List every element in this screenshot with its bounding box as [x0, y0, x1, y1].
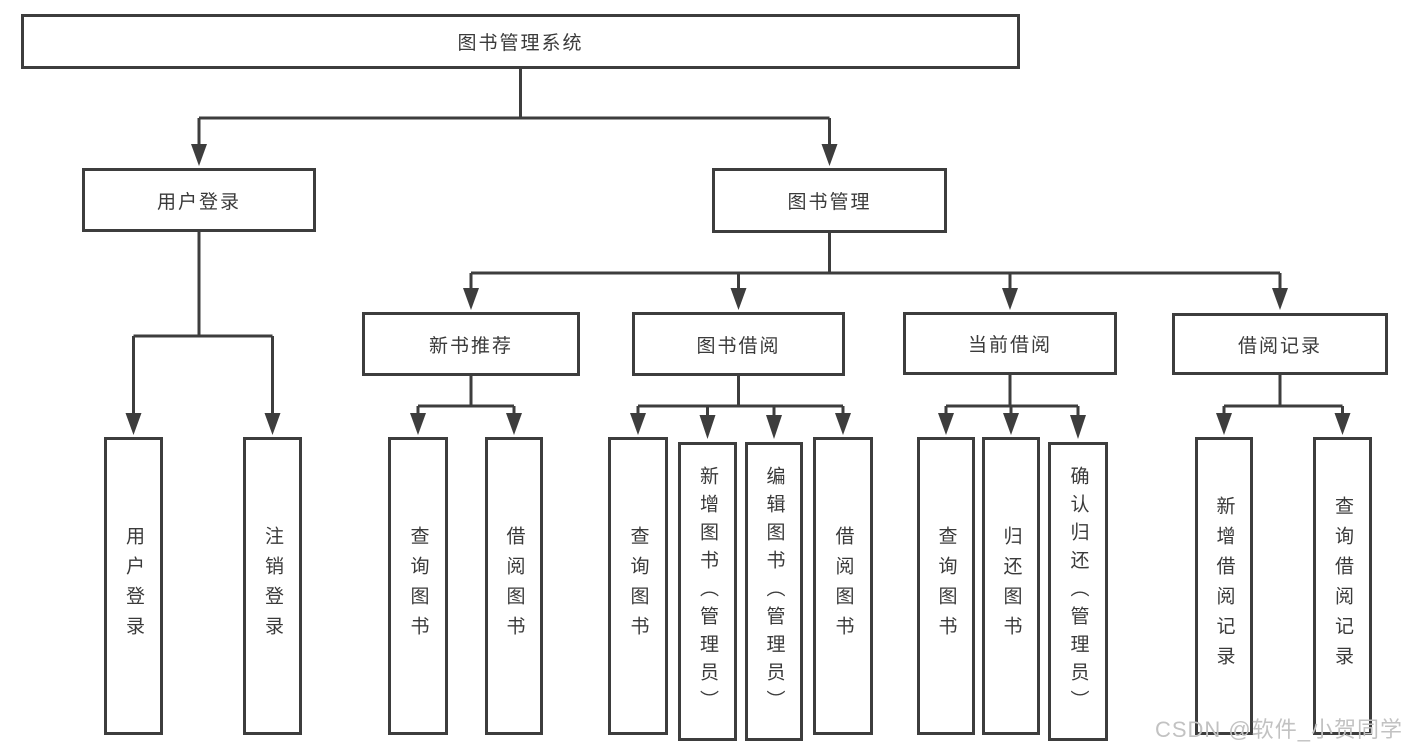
node-new-book-recommend-label: 新书推荐	[428, 335, 513, 357]
leaf-borrowing-borrow-books-label: 借阅图书	[832, 526, 854, 646]
connector-borrowing-to-leaves	[630, 376, 851, 439]
connector-book-management-to-level3	[463, 233, 1288, 310]
leaf-current-query-books-label: 查询图书	[935, 526, 957, 646]
node-borrowing-records-label: 借阅记录	[1237, 335, 1322, 357]
connector-user-login-to-leaves	[125, 232, 281, 435]
leaf-current-return-books-label: 归还图书	[1000, 526, 1022, 646]
leaf-recommend-query-books: 查询图书	[388, 437, 448, 735]
node-book-borrowing-label: 图书借阅	[696, 335, 781, 357]
connector-records-to-leaves	[1216, 374, 1351, 435]
leaf-user-login: 用户登录	[104, 437, 163, 735]
node-user-login-label: 用户登录	[156, 191, 241, 213]
node-root: 图书管理系统	[21, 14, 1020, 69]
leaf-current-confirm-return-admin-label: 确认归还（管理员）	[1067, 465, 1089, 718]
leaf-borrowing-query-books-label: 查询图书	[627, 526, 649, 646]
node-user-login: 用户登录	[82, 168, 316, 232]
leaf-borrowing-edit-books-admin-label: 编辑图书（管理员）	[763, 465, 785, 718]
leaf-current-return-books: 归还图书	[982, 437, 1040, 735]
leaf-user-login-label: 用户登录	[123, 526, 144, 646]
node-book-management-label: 图书管理	[787, 192, 872, 213]
leaf-records-query-record-label: 查询借阅记录	[1332, 496, 1353, 676]
node-current-borrowing: 当前借阅	[903, 312, 1117, 375]
connector-recommend-to-leaves	[410, 376, 522, 435]
leaf-borrowing-add-books-admin: 新增图书（管理员）	[678, 442, 737, 741]
connector-root-to-level2	[191, 69, 838, 166]
leaf-records-add-record: 新增借阅记录	[1195, 437, 1253, 735]
leaf-recommend-borrow-books-label: 借阅图书	[503, 526, 525, 646]
leaf-current-query-books: 查询图书	[917, 437, 975, 735]
csdn-watermark: CSDN @软件_小贺同学	[1154, 717, 1403, 742]
leaf-borrowing-borrow-books: 借阅图书	[813, 437, 873, 735]
node-book-management: 图书管理	[712, 168, 947, 233]
leaf-borrowing-query-books: 查询图书	[608, 437, 668, 735]
leaf-borrowing-add-books-admin-label: 新增图书（管理员）	[697, 465, 718, 718]
node-borrowing-records: 借阅记录	[1172, 313, 1388, 375]
node-book-borrowing: 图书借阅	[632, 312, 845, 376]
leaf-recommend-borrow-books: 借阅图书	[485, 437, 543, 735]
leaf-logout: 注销登录	[243, 437, 302, 735]
node-new-book-recommend: 新书推荐	[362, 312, 580, 376]
leaf-logout-label: 注销登录	[262, 526, 283, 646]
leaf-current-confirm-return-admin: 确认归还（管理员）	[1048, 442, 1108, 741]
leaf-recommend-query-books-label: 查询图书	[407, 526, 429, 646]
node-current-borrowing-label: 当前借阅	[967, 335, 1052, 356]
leaf-records-query-record: 查询借阅记录	[1313, 437, 1372, 735]
leaf-records-add-record-label: 新增借阅记录	[1213, 496, 1235, 676]
leaf-borrowing-edit-books-admin: 编辑图书（管理员）	[745, 442, 803, 741]
connector-current-to-leaves	[938, 375, 1086, 439]
node-root-label: 图书管理系统	[457, 33, 584, 54]
